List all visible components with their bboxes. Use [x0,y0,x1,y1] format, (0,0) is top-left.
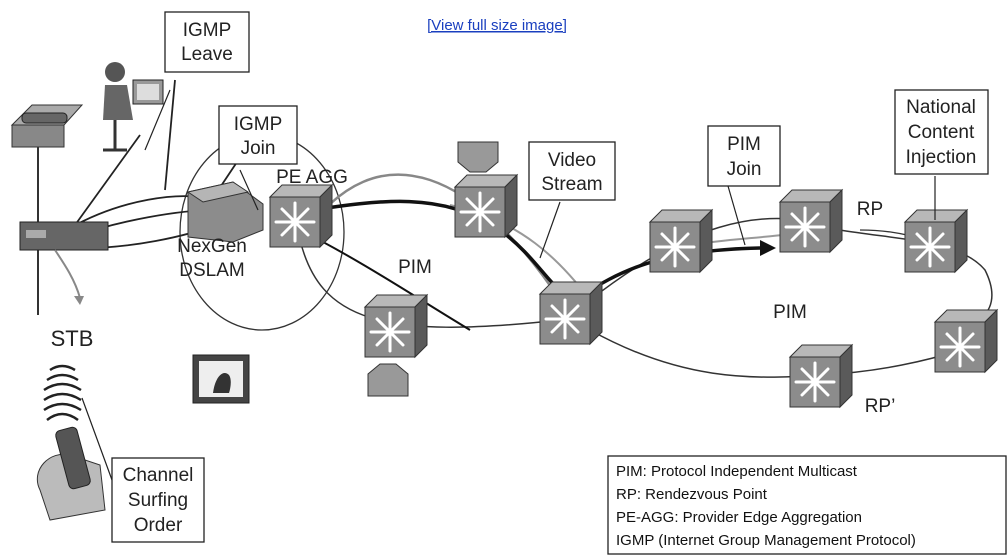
rp-prime-label: RP’ [865,396,896,417]
nexgen-label: NexGen [177,236,247,257]
legend-item: IGMP (Internet Group Management Protocol… [616,532,916,549]
router-icon [933,308,999,374]
svg-text:Leave: Leave [181,44,233,65]
stb-label: STB [51,326,94,351]
svg-text:Order: Order [134,515,183,536]
tv-icon [192,354,250,404]
pc-user-icon [103,62,164,152]
video-server-icon [367,363,409,397]
pim-label-left: PIM [398,257,432,278]
svg-text:Injection: Injection [906,147,977,168]
set-top-box-icon [19,221,109,251]
view-full-size-link[interactable]: [View full size image] [427,17,567,34]
svg-text:PIM: PIM [727,134,761,155]
legend-item: PIM: Protocol Independent Multicast [616,463,858,480]
legend-box: PIM: Protocol Independent Multicast RP: … [607,455,1007,555]
svg-text:Surfing: Surfing [128,490,188,511]
svg-text:National: National [906,97,976,118]
router-icon [363,293,429,359]
pim-ring-right-lower [589,329,961,378]
router-icon [648,208,714,274]
svg-text:Join: Join [727,159,762,180]
callout-channel-surfing-order: Channel Surfing Order [81,397,205,543]
pim-ring-segment [298,173,562,301]
router-icon [453,173,519,239]
router-icon [778,188,844,254]
legend-item: PE-AGG: Provider Edge Aggregation [616,509,862,526]
svg-text:IGMP: IGMP [234,114,283,135]
rp-label: RP [857,199,883,220]
remote-signal-icon [43,364,82,422]
router-icon [903,208,969,274]
pim-label-right: PIM [773,302,807,323]
stb-arrow-head [74,296,84,305]
dslam-label: DSLAM [179,260,244,281]
callout-video-stream: Video Stream [528,141,616,259]
svg-text:Video: Video [548,150,596,171]
pim-ring-left-lower [299,239,561,328]
callout-igmp-leave: IGMP Leave [144,11,250,151]
svg-text:Stream: Stream [541,174,602,195]
video-server-icon [457,141,499,173]
stb-arrow [54,249,81,299]
router-icon [788,343,854,409]
legend-item: RP: Rendezvous Point [616,486,768,503]
telephone-icon [10,104,84,315]
svg-text:Channel: Channel [123,465,194,486]
callout-pim-join: PIM Join [707,125,781,246]
remote-control-icon [36,426,106,521]
router-icon [538,280,604,346]
svg-text:Content: Content [908,122,975,143]
svg-text:IGMP: IGMP [183,20,232,41]
callout-igmp-join: IGMP Join [218,105,298,211]
callout-national-content-injection: National Content Injection [894,89,989,220]
dslam-icon [186,181,264,243]
svg-text:Join: Join [241,138,276,159]
router-icon [268,183,334,249]
stream-arrow-head [760,240,776,256]
pe-agg-label: PE AGG [276,167,348,188]
